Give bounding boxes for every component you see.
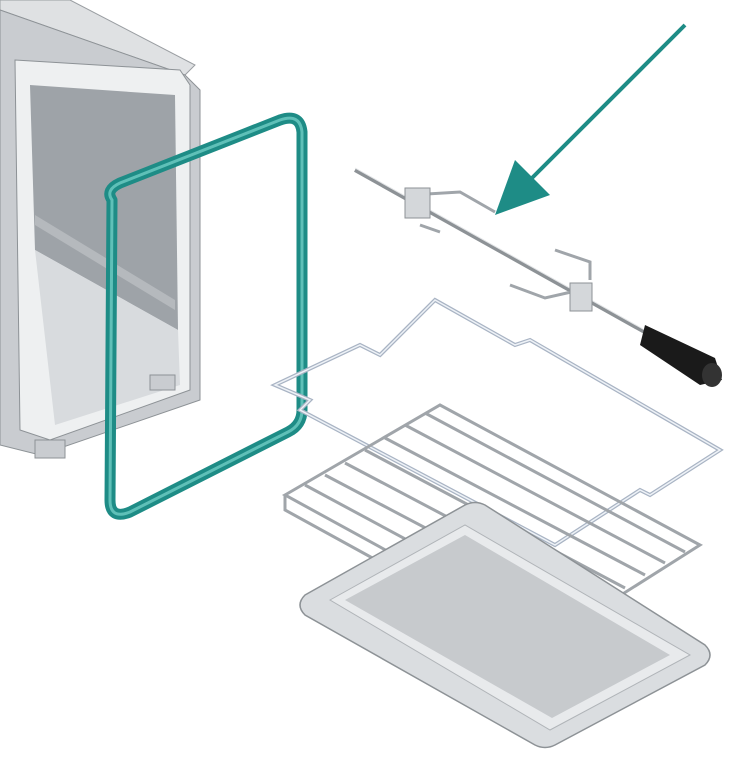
wire-frame xyxy=(270,297,724,548)
baking-tray xyxy=(299,501,711,749)
oven-cavity xyxy=(0,0,201,459)
spit-handle xyxy=(640,325,722,387)
rotisserie-spit xyxy=(354,167,722,387)
indicator-arrow xyxy=(495,23,687,215)
